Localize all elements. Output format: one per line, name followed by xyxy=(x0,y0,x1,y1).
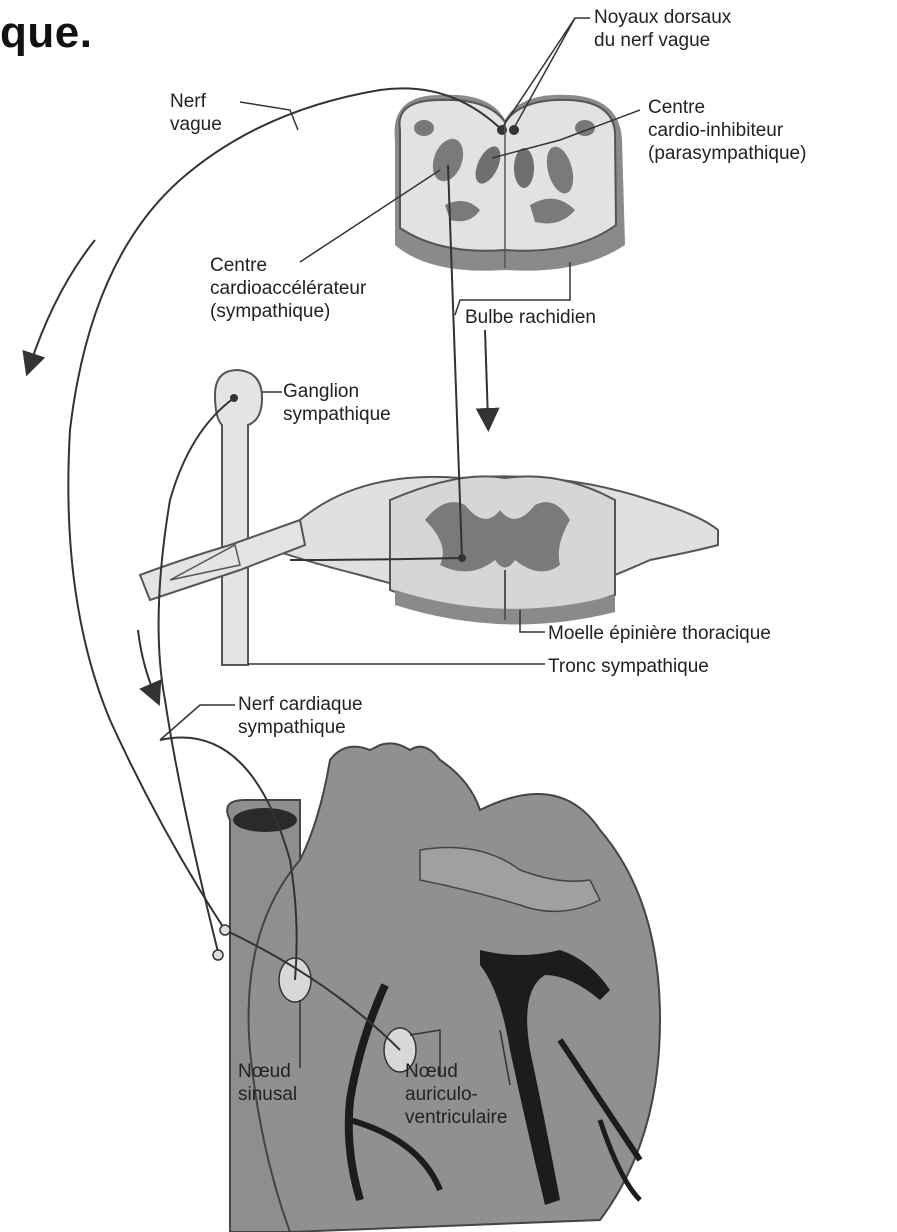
heart xyxy=(227,743,660,1232)
label-bulbe-rachidien: Bulbe rachidien xyxy=(465,306,596,329)
arrow-medulla-down xyxy=(485,330,488,420)
medulla-section xyxy=(395,95,625,271)
spinal-cord-section xyxy=(260,476,718,624)
label-tronc-sympathique: Tronc sympathique xyxy=(548,655,709,678)
sympathetic-trunk xyxy=(140,370,305,665)
label-moelle-epiniere: Moelle épinière thoracique xyxy=(548,622,771,645)
arrow-sympathetic-down xyxy=(138,630,155,695)
